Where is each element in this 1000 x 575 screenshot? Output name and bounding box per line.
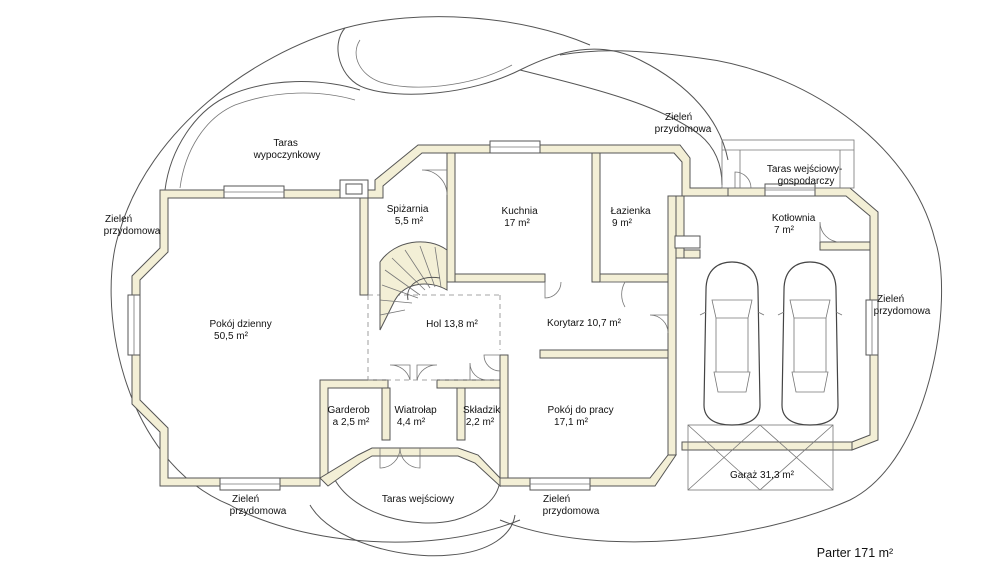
windows bbox=[127, 140, 879, 491]
label-skladzik: Składzik 2,2 m² bbox=[463, 405, 503, 428]
label-pokoj-dzienny: Pokój dzienny 50,5 m² bbox=[209, 319, 274, 342]
garden-boundary bbox=[110, 16, 943, 557]
label-taras-wejsciowy: Taras wejściowy bbox=[382, 494, 454, 505]
label-spizarnia: Spiżarnia 5,5 m² bbox=[387, 204, 431, 227]
label-garaz: Garaż 31,3 m² bbox=[730, 470, 795, 481]
label-taras-wejsciowy-gospodarczy: Taras wejściowy- gospodarczy bbox=[767, 164, 845, 187]
doors bbox=[379, 169, 841, 469]
label-zielen-top: Zieleń przydomowa bbox=[655, 112, 712, 135]
car-left-icon bbox=[699, 261, 765, 426]
house-walls bbox=[131, 144, 879, 488]
label-garderoba: Garderob a 2,5 m² bbox=[327, 405, 372, 428]
label-zielen-left: Zieleń przydomowa bbox=[104, 214, 161, 237]
label-zielen-right: Zieleń przydomowa bbox=[874, 294, 931, 317]
staircase bbox=[379, 241, 448, 331]
label-hol: Hol 13,8 m² bbox=[426, 319, 478, 330]
label-korytarz: Korytarz 10,7 m² bbox=[547, 318, 622, 329]
car-right-icon bbox=[777, 261, 843, 426]
room-labels: Taras wypoczynkowy Zieleń przydomowa Tar… bbox=[104, 112, 931, 560]
label-kuchnia: Kuchnia 17 m² bbox=[502, 206, 541, 229]
label-kotlownia: Kotłownia 7 m² bbox=[772, 213, 818, 236]
label-wiatrolap: Wiatrołap 4,4 m² bbox=[394, 405, 439, 428]
label-pokoj-do-pracy: Pokój do pracy 17,1 m² bbox=[548, 405, 617, 428]
label-lazienka: Łazienka 9 m² bbox=[611, 206, 654, 229]
floor-title: Parter 171 m² bbox=[817, 546, 893, 560]
label-zielen-bottom-left: Zieleń przydomowa bbox=[230, 494, 287, 517]
label-zielen-bottom-mid: Zieleń przydomowa bbox=[543, 494, 600, 517]
label-taras-wypoczynkowy: Taras wypoczynkowy bbox=[253, 138, 321, 161]
